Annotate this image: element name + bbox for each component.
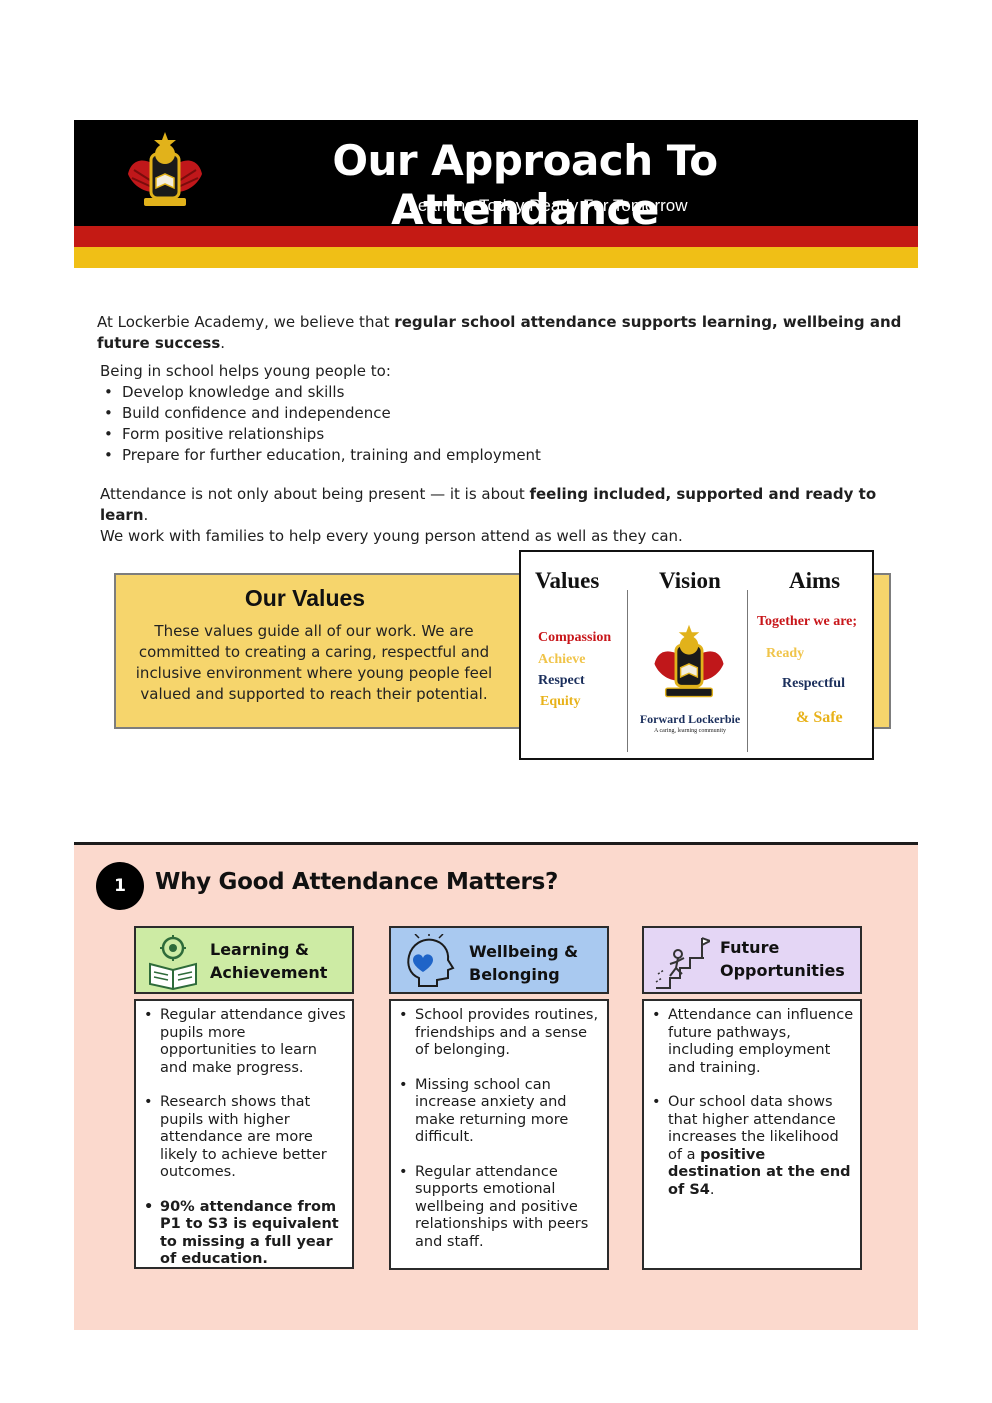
aims-intro: Together we are; xyxy=(757,614,858,629)
vision-crest-icon xyxy=(654,624,724,698)
card-title: Wellbeing &Belonging xyxy=(469,942,579,984)
helps-block: Being in school helps young people to: D… xyxy=(100,361,900,466)
school-crest-icon xyxy=(128,132,202,206)
values-vision-aims-panel: Values Vision Aims Compassion Achieve Re… xyxy=(519,550,874,760)
list-item: Attendance can influence future pathways… xyxy=(644,1007,854,1077)
vision-heading: Vision xyxy=(659,568,721,593)
card-body-learning: Regular attendance gives pupils more opp… xyxy=(134,999,354,1269)
aim-word: & Safe xyxy=(796,709,843,726)
section-title: Why Good Attendance Matters? xyxy=(155,869,559,895)
list-item: School provides routines, friendships an… xyxy=(391,1007,601,1060)
card-header-learning: Learning &Achievement xyxy=(134,926,354,994)
page-subtitle: Learning Today Ready For Tomorrow xyxy=(408,196,688,215)
yellow-band xyxy=(74,247,918,268)
list-item: Research shows that pupils with higher a… xyxy=(136,1094,346,1182)
value-word: Respect xyxy=(538,673,585,688)
list-item: Missing school can increase anxiety and … xyxy=(391,1077,601,1147)
helps-lead: Being in school helps young people to: xyxy=(100,362,391,380)
vision-tagline: A caring, learning community xyxy=(654,728,726,734)
card-title: Learning &Achievement xyxy=(210,940,328,982)
list-item: Prepare for further education, training … xyxy=(100,445,900,466)
values-text: These values guide all of our work. We a… xyxy=(135,622,493,703)
head-heart-icon xyxy=(407,934,455,987)
list-item: Regular attendance supports emotional we… xyxy=(391,1164,601,1252)
red-band xyxy=(74,226,918,247)
card-header-wellbeing: Wellbeing &Belonging xyxy=(389,926,609,994)
list-item: Develop knowledge and skills xyxy=(100,382,900,403)
values-title: Our Values xyxy=(244,585,366,611)
attendance-paragraph: Attendance is not only about being prese… xyxy=(100,485,877,545)
vision-name: Forward Lockerbie xyxy=(639,712,741,726)
values-heading: Values xyxy=(535,568,600,593)
helps-list: Develop knowledge and skills Build confi… xyxy=(100,382,900,466)
card-body-wellbeing: School provides routines, friendships an… xyxy=(389,999,609,1270)
divider xyxy=(627,590,628,752)
list-item: 90% attendance from P1 to S3 is equivale… xyxy=(136,1199,346,1269)
aim-word: Respectful xyxy=(782,676,845,691)
section-number: 1 xyxy=(96,862,144,910)
list-item: Form positive relationships xyxy=(100,424,900,445)
card-body-future: Attendance can influence future pathways… xyxy=(642,999,862,1270)
list-item: Build confidence and independence xyxy=(100,403,900,424)
value-word: Equity xyxy=(540,694,581,709)
list-item: Regular attendance gives pupils more opp… xyxy=(136,1007,346,1077)
intro-paragraph: At Lockerbie Academy, we believe that re… xyxy=(97,313,902,352)
page-title: Our Approach To Attendance xyxy=(332,136,718,234)
divider xyxy=(747,590,748,752)
aims-heading: Aims xyxy=(789,568,841,593)
learning-book-icon xyxy=(149,935,197,990)
list-item: Our school data shows that higher attend… xyxy=(644,1094,854,1199)
aim-word: Ready xyxy=(766,646,805,661)
stairs-flag-icon xyxy=(655,937,710,989)
value-word: Compassion xyxy=(538,630,612,645)
header-banner xyxy=(74,120,918,226)
value-word: Achieve xyxy=(538,652,586,667)
